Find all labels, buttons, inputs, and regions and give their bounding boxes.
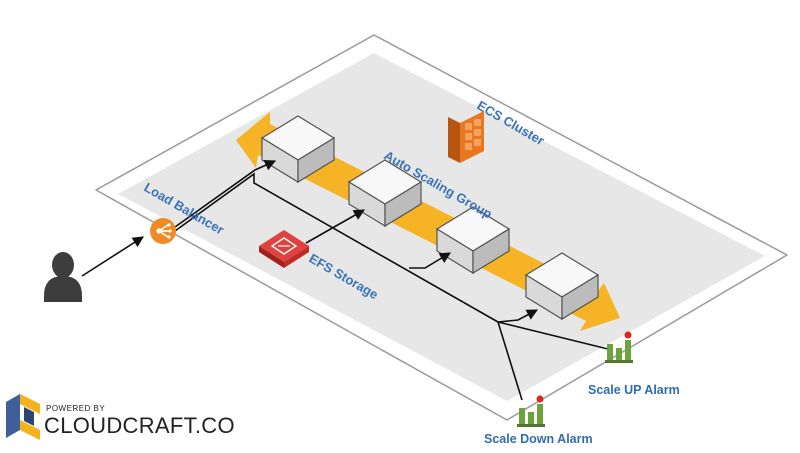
auto-scaling-group-band (236, 112, 620, 331)
bus-to-scale-up-alarm (497, 321, 613, 351)
ecs-instance-3 (435, 206, 511, 275)
efs-to-instance-2-arrow (305, 209, 365, 244)
efs-storage-icon (259, 230, 309, 268)
load-balancer-icon (150, 218, 176, 244)
cloudcraft-brand-name[interactable]: CLOUDCRAFT.CO (44, 413, 235, 438)
scale-up-alarm-label: Scale UP Alarm (588, 383, 680, 397)
bus-to-scale-down-alarm (497, 321, 523, 401)
user-to-lb-arrow (81, 236, 144, 277)
ecs-instance-1 (260, 115, 336, 184)
powered-by-label: POWERED BY (46, 404, 105, 413)
user-icon (44, 252, 82, 302)
scale-up-alarm-icon (605, 331, 633, 363)
ecs-instance-2 (347, 159, 423, 228)
scale-down-alarm-label: Scale Down Alarm (484, 432, 593, 446)
cloudcraft-logo-icon (6, 394, 40, 440)
lb-to-instance-1-arrow (174, 160, 277, 228)
bus-to-instance-3-arrow (409, 252, 451, 269)
bus-to-instance-4-arrow (497, 309, 538, 323)
scale-down-alarm-icon (517, 395, 545, 427)
ecs-cluster-icon (448, 111, 484, 163)
ecs-instance-4 (524, 252, 600, 321)
connections (81, 160, 613, 401)
lb-to-alarms-bus (174, 172, 499, 323)
